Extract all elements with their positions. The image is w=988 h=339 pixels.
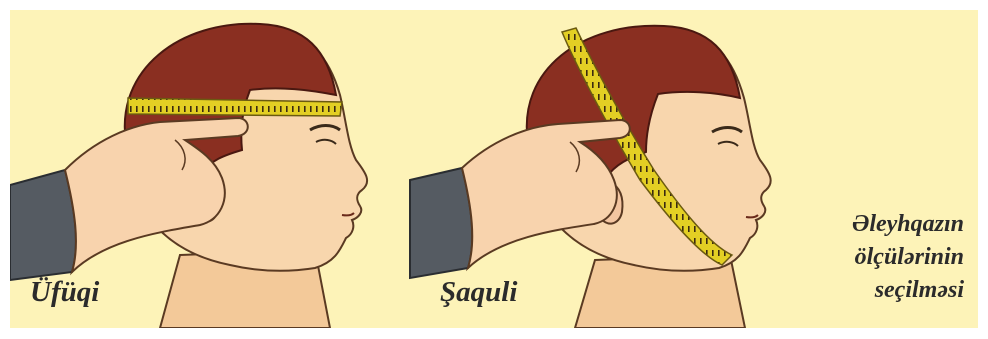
caption-line-3: seçilməsi <box>852 274 964 307</box>
vertical-label: Şaquli <box>440 278 517 307</box>
caption-line-1: Əleyhqazın <box>852 208 964 241</box>
figure-panel: Üfüqi Şaquli Əleyhqazın ölçülərinin seçi… <box>10 10 978 328</box>
figure-caption: Əleyhqazın ölçülərinin seçilməsi <box>852 208 964 307</box>
horizontal-label: Üfüqi <box>30 278 99 307</box>
caption-line-2: ölçülərinin <box>852 241 964 274</box>
